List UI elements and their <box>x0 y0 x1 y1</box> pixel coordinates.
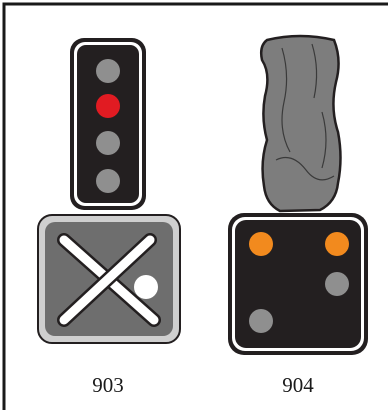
lamp-plate-bottom-left <box>249 309 273 333</box>
signal-903-lamp-1 <box>96 59 120 83</box>
signal-903-head <box>70 38 146 210</box>
signal-903-lamp-2 <box>96 94 120 118</box>
signal-903-lamp-3 <box>96 131 120 155</box>
lamp-plate-middle-right <box>325 272 349 296</box>
signal-904-label: 904 <box>282 373 314 397</box>
signal-904-cover-bag <box>261 36 340 211</box>
cross-plate-white-lamp <box>134 275 158 299</box>
lamp-plate-top-right <box>325 232 349 256</box>
signal-903-cross-plate <box>38 215 180 343</box>
signal-904-lamp-plate <box>228 213 368 355</box>
lamp-plate-top-left <box>249 232 273 256</box>
signal-903: 903 <box>38 38 180 397</box>
signal-904: 904 <box>228 36 368 397</box>
signal-903-label: 903 <box>92 373 124 397</box>
signal-903-lamp-4 <box>96 169 120 193</box>
